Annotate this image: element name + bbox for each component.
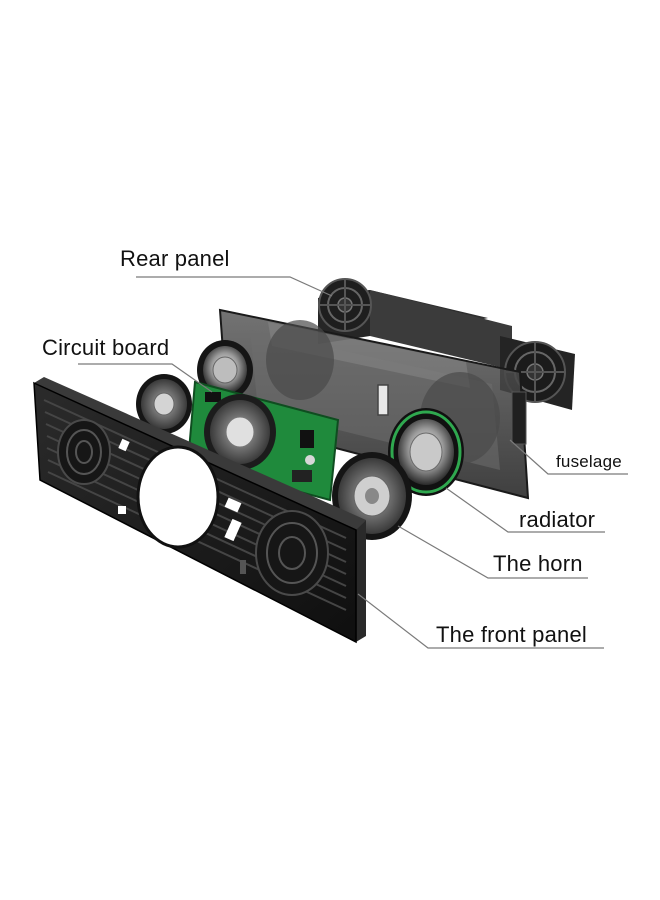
front-panel-center-opening bbox=[136, 445, 220, 549]
rear-fan-grille-left-icon bbox=[318, 278, 372, 332]
leader-line-radiator bbox=[445, 487, 605, 533]
rear-panel-label: Rear panel bbox=[120, 246, 230, 271]
rear-fan-grille-right-icon bbox=[500, 336, 575, 410]
front-panel-label: The front panel bbox=[436, 622, 587, 647]
front-panel bbox=[33, 377, 366, 644]
fuselage-label: fuselage bbox=[556, 452, 622, 471]
horn-left bbox=[136, 374, 192, 434]
leader-line-rear-panel bbox=[136, 276, 333, 297]
leader-line-fuselage bbox=[509, 439, 628, 475]
leader-line-circuit-board bbox=[78, 363, 213, 393]
leader-lines bbox=[78, 276, 628, 649]
radiator-left bbox=[197, 340, 253, 400]
horn-right bbox=[332, 452, 412, 540]
leader-line-front-panel bbox=[357, 593, 604, 649]
rear-panel bbox=[318, 278, 575, 410]
horn-label: The horn bbox=[493, 551, 583, 576]
front-grille-left-icon bbox=[57, 419, 111, 485]
radiator-right bbox=[388, 408, 464, 496]
front-grille-right-icon bbox=[255, 510, 329, 596]
leader-line-horn bbox=[397, 525, 588, 579]
radiator-label: radiator bbox=[519, 507, 596, 532]
circuit-board-label: Circuit board bbox=[42, 335, 170, 360]
